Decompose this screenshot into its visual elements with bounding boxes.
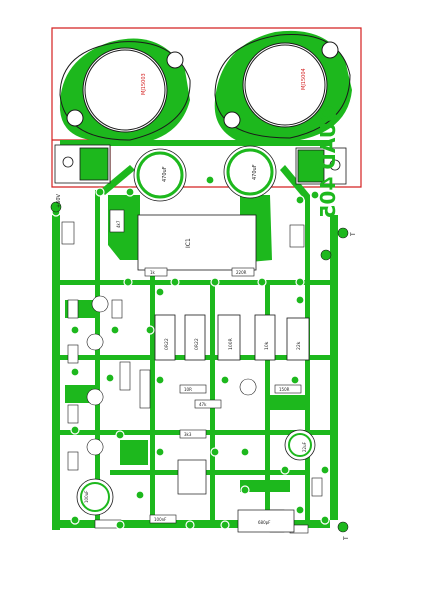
cap-elec-bottom <box>76 478 114 516</box>
ic-center-label: IC1 <box>185 238 192 248</box>
brand-text: QUAD 405 <box>316 105 340 218</box>
cap-main-left <box>133 148 187 202</box>
solder-pads <box>51 175 330 530</box>
regulator-right <box>295 147 347 185</box>
ic-center <box>137 214 257 271</box>
transistor-q2 <box>214 34 351 139</box>
cap-main-right-label: 470uF <box>252 164 258 180</box>
terminal-pads <box>50 201 349 533</box>
cap-elec-bottom-label: 100uF <box>84 490 89 503</box>
ic-bottom <box>177 459 207 495</box>
transistor-q1 <box>59 41 191 141</box>
resistor-bank <box>154 314 310 361</box>
res-9-label: 10R <box>184 387 192 392</box>
res-4-label: 10k <box>264 341 270 350</box>
terminal-out-bottom-label: T <box>343 536 350 541</box>
res-2-label: 0R22 <box>194 338 200 350</box>
cap-main-left-label: 470uF <box>162 166 168 182</box>
cap-small-label: 100nF <box>154 517 167 522</box>
res-7-label: 1k <box>150 270 156 275</box>
res-5-label: 22k <box>296 341 302 350</box>
cap-main-right <box>223 145 277 199</box>
cap-elec-right <box>284 429 316 461</box>
cap-film-bottom-label: 680pF <box>258 520 271 525</box>
res-1-label: 0R22 <box>164 338 170 350</box>
terminal-supply-label: +60V <box>56 193 62 208</box>
res-11-label: 3k3 <box>184 432 192 437</box>
q2-label: MJ15004 <box>301 68 307 90</box>
small-transistors <box>86 295 257 456</box>
regulator-left <box>54 144 111 184</box>
cap-elec-right-label: 22uF <box>302 441 307 452</box>
res-12-label: 150R <box>279 387 290 392</box>
res-3-label: 100R <box>228 338 234 350</box>
terminal-out-top-label: T <box>350 232 357 237</box>
res-6-label: 4k7 <box>116 220 121 228</box>
q1-label: MJ15003 <box>141 73 147 95</box>
cap-film-bottom <box>237 509 295 533</box>
res-10-label: 47k <box>199 402 207 407</box>
res-8-label: 220R <box>236 270 247 275</box>
